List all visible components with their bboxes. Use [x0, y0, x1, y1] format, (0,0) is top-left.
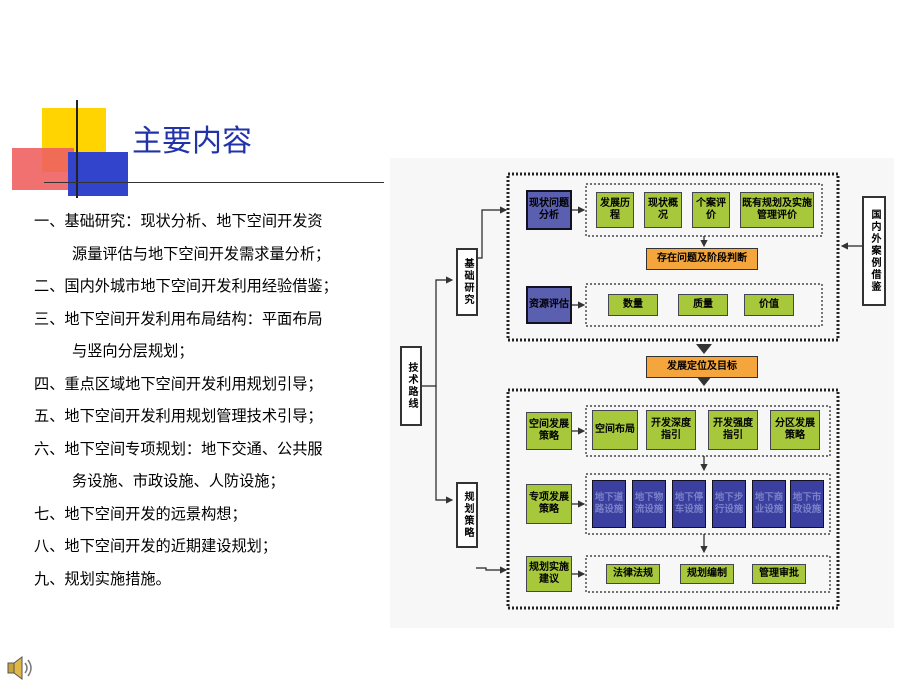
status-item-box: 发展历程 [596, 192, 634, 228]
basic-research-box: 基础研究 [456, 248, 478, 316]
list-item: 六、地下空间专项规划：地下交通、公共服 [34, 439, 323, 458]
special-item-box: 地下商业设施 [752, 480, 786, 528]
status-analysis-box: 现状问题分析 [526, 190, 572, 230]
content-list: 一、基础研究：现状分析、地下空间开发资 源量评估与地下空间开发需求量分析； 二、… [34, 205, 394, 595]
status-item-box: 个案评价 [692, 192, 730, 228]
planning-strategy-box: 规划策略 [456, 482, 478, 548]
special-item-box: 地下步行设施 [712, 480, 746, 528]
list-item: 五、地下空间开发利用规划管理技术引导； [34, 407, 323, 425]
space-strategy-box: 空间发展策略 [526, 412, 572, 450]
space-item-box: 分区发展策略 [770, 410, 820, 450]
resource-item-box: 质量 [678, 294, 728, 316]
impl-item-box: 法律法规 [606, 564, 660, 584]
decor-horizontal-line [44, 182, 384, 183]
special-strategy-box: 专项发展策略 [526, 484, 572, 524]
decor-red-square [12, 148, 74, 190]
space-item-box: 空间布局 [592, 410, 638, 450]
problem-judgement-box: 存在问题及阶段判断 [646, 248, 758, 270]
special-item-box: 地下停车设施 [672, 480, 706, 528]
list-item: 一、基础研究：现状分析、地下空间开发资 [34, 212, 323, 230]
list-item: 九、规划实施措施。 [34, 569, 171, 588]
status-item-box: 现状概况 [644, 192, 682, 228]
status-item-box: 既有规划及实施管理评价 [740, 192, 814, 228]
resource-item-box: 数量 [608, 294, 658, 316]
impl-item-box: 管理审批 [752, 564, 806, 584]
case-reference-box: 国内外案例借鉴 [862, 196, 886, 306]
list-item: 四、重点区域地下空间开发利用规划引导； [34, 374, 323, 393]
list-item: 八、地下空间开发的近期建设规划； [34, 537, 277, 555]
diagram-connectors [422, 172, 862, 610]
resource-item-box: 价值 [744, 294, 794, 316]
space-item-box: 开发深度指引 [646, 410, 696, 450]
decor-vertical-line [76, 100, 78, 198]
positioning-box: 发展定位及目标 [646, 356, 758, 378]
space-item-box: 开发强度指引 [708, 410, 758, 450]
list-item: 三、地下空间开发利用布局结构：平面布局 [34, 309, 323, 328]
special-item-box: 地下物流设施 [632, 480, 666, 528]
list-item: 二、国内外城市地下空间开发利用经验借鉴； [34, 277, 338, 295]
implementation-box: 规划实施建议 [526, 556, 572, 592]
speaker-icon[interactable] [4, 652, 36, 684]
special-item-box: 地下市政设施 [790, 480, 824, 528]
decor-blue-square [68, 152, 128, 196]
special-item-box: 地下道路设施 [592, 480, 626, 528]
page-title: 主要内容 [132, 124, 252, 159]
impl-item-box: 规划编制 [680, 564, 734, 584]
resource-eval-box: 资源评估 [526, 286, 572, 324]
list-item: 七、地下空间开发的远景构想； [34, 504, 247, 523]
technical-route-diagram: 技术路线 基础研究 规划策略 国内外案例借鉴 现状问题分析 发展历程 现状概况 … [390, 158, 894, 628]
list-item: 与竖向分层规划； [72, 342, 194, 360]
list-item: 务设施、市政设施、人防设施； [72, 472, 285, 490]
list-item: 源量评估与地下空间开发需求量分析； [72, 244, 331, 263]
tech-route-box: 技术路线 [400, 346, 422, 426]
